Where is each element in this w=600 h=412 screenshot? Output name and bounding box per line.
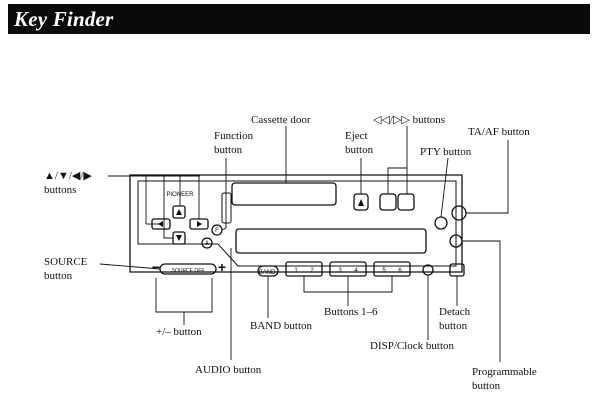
eject-label-line2: button [345, 144, 374, 156]
pty-label: PTY button [420, 146, 472, 158]
preset-4-label: 4 [354, 268, 358, 274]
source-key-label: SOURCE OFF [172, 268, 205, 274]
programmable-label-line2: button [472, 380, 501, 392]
up-arrow-glyph [176, 209, 182, 215]
detach-label-line2: button [439, 320, 468, 332]
minus-key[interactable]: − [152, 259, 160, 275]
arrow-buttons-label-line2: buttons [44, 184, 77, 196]
band-label: BAND button [250, 320, 313, 332]
front-panel-bezel [137, 180, 457, 267]
stereo-chassis [129, 174, 463, 273]
preset-6-label: 6 [398, 268, 402, 274]
down-arrow-glyph [176, 235, 182, 241]
plus-minus-label: +/– button [156, 326, 202, 338]
preset-1-label: 1 [294, 268, 298, 274]
door-handle [221, 192, 232, 224]
audio-label: AUDIO button [195, 364, 262, 376]
source-label-line2: button [44, 270, 73, 282]
audio-key [201, 237, 213, 249]
right-arrow-glyph [197, 221, 202, 227]
audio-key-label: A [205, 241, 209, 247]
source-label-line1: SOURCE [44, 256, 88, 268]
ta-af-label: TA/AF button [468, 126, 530, 138]
up-arrow-key [172, 205, 186, 219]
plus-key[interactable]: + [218, 259, 226, 275]
programmable-label-line1: Programmable [472, 366, 537, 378]
disp-clock-label: DISP/Clock button [370, 340, 455, 352]
rewind-key [379, 193, 397, 211]
fast-forward-key [397, 193, 415, 211]
eject-glyph [358, 199, 364, 206]
page-title: Key Finder [14, 7, 114, 31]
pty-key [434, 216, 448, 230]
band-key-label: BAND [259, 270, 276, 276]
preset-keys-5-6 [373, 261, 411, 277]
preset-5-label: 5 [382, 268, 386, 274]
skip-buttons-label: ◁◁/▷▷ buttons [373, 114, 446, 126]
function-label-line1: Function [214, 130, 254, 142]
leader-lines [99, 126, 509, 362]
preset-3-label: 3 [338, 268, 342, 274]
preset-2-label: 2 [310, 268, 314, 274]
buttons-1-6-label: Buttons 1–6 [324, 306, 378, 318]
function-label-line2: button [214, 144, 243, 156]
display-window [235, 228, 427, 254]
eject-label-line1: Eject [345, 130, 368, 142]
ta-af-key [451, 205, 467, 221]
preset-keys-3-4 [329, 261, 367, 277]
detach-label-line1: Detach [439, 306, 471, 318]
header-bar: Key Finder [8, 4, 590, 34]
preset-keys-1-2 [285, 261, 323, 277]
left-arrow-glyph [158, 221, 163, 227]
arrow-buttons-label-line1: ▲/▼/◀/▶ [44, 170, 92, 182]
function-key-label: F [215, 228, 219, 234]
cassette-door-label: Cassette door [251, 114, 311, 126]
cassette-door [231, 182, 337, 206]
